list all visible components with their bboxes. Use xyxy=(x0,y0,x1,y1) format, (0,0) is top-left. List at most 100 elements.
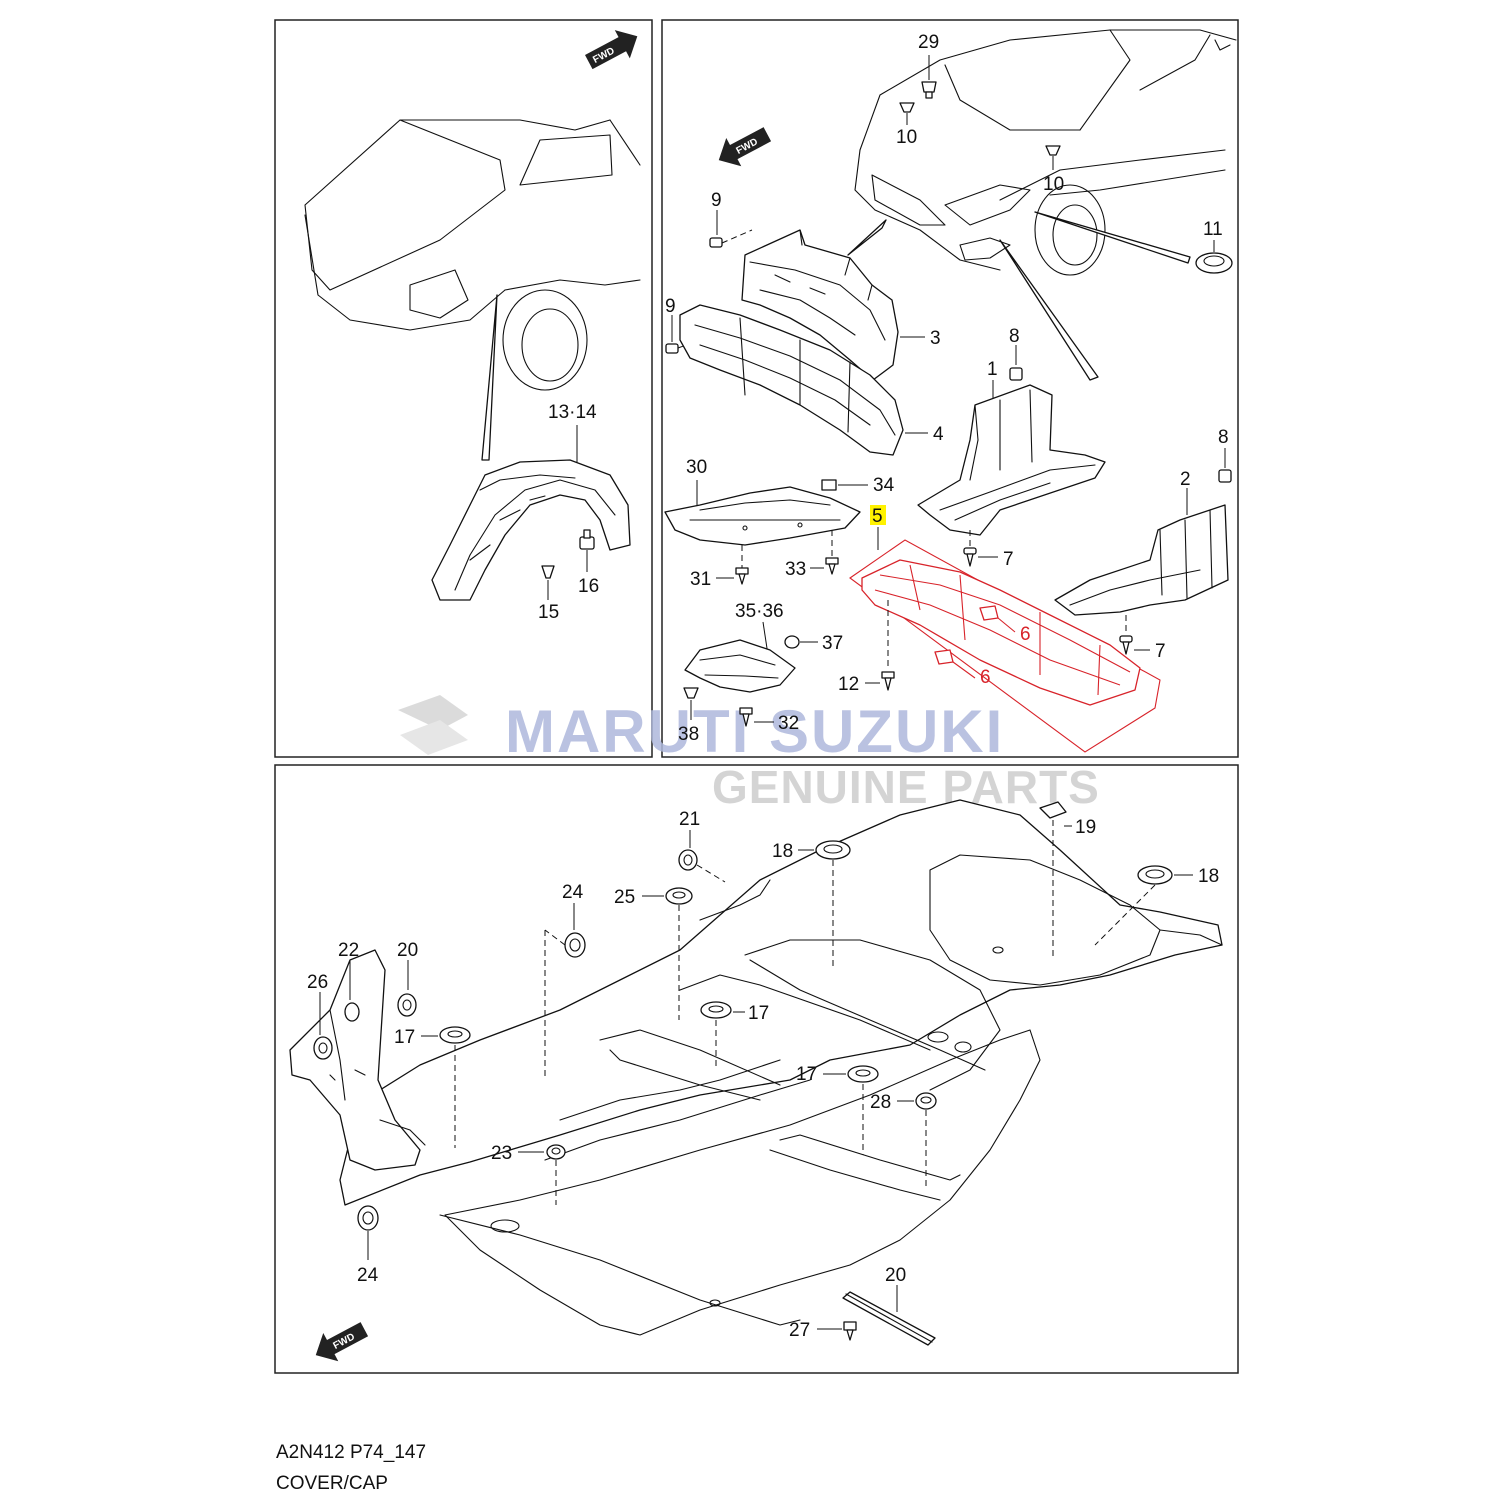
callout-8a: 8 xyxy=(1009,326,1020,347)
callout-13-14: 13·14 xyxy=(548,402,597,423)
callout-27: 27 xyxy=(789,1320,810,1341)
callout-17a: 17 xyxy=(394,1027,415,1048)
callout-3: 3 xyxy=(930,328,941,349)
plug-18a-icon xyxy=(815,840,851,860)
callout-25: 25 xyxy=(614,887,635,908)
callout-26: 26 xyxy=(307,972,328,993)
part-20-rail xyxy=(842,1291,936,1346)
bolt-33-icon xyxy=(825,557,839,575)
plug-26-icon xyxy=(313,1036,333,1060)
callout-24b: 24 xyxy=(357,1265,379,1286)
side-bracket-outline xyxy=(289,949,426,1171)
clip-6a-icon xyxy=(979,605,999,621)
cap-29-icon xyxy=(921,81,937,99)
callout-9a: 9 xyxy=(711,190,722,211)
plug-28-icon xyxy=(915,1092,937,1110)
plug-22-icon xyxy=(344,1002,360,1022)
plug-21-icon xyxy=(678,849,698,871)
callout-9b: 9 xyxy=(665,296,676,317)
callout-7b: 7 xyxy=(1155,641,1166,662)
callout-6a: 6 xyxy=(1020,624,1031,645)
leader-wedge-4 xyxy=(1034,211,1191,264)
part-30-center-cover xyxy=(664,486,861,546)
callout-30: 30 xyxy=(686,457,707,478)
plug-11-icon xyxy=(1195,252,1233,274)
bolt-32-icon xyxy=(739,707,753,727)
leader-wedge-3 xyxy=(999,239,1099,381)
part-2-side-cover xyxy=(1054,504,1229,616)
callout-34: 34 xyxy=(873,475,895,496)
fwd-arrow-icon: FWD xyxy=(585,30,638,70)
nut-16-icon xyxy=(579,529,595,550)
screw-7b-icon xyxy=(1119,635,1133,655)
leader-wedge xyxy=(481,294,498,461)
clip-37-icon xyxy=(784,635,800,649)
callout-7a: 7 xyxy=(1003,549,1014,570)
callout-10b: 10 xyxy=(1043,174,1064,195)
callout-17b: 17 xyxy=(748,1003,769,1024)
bolt-9b-icon xyxy=(665,343,679,354)
panel-rear-wheel-housing xyxy=(274,19,653,758)
part-35-36-cover xyxy=(684,639,796,693)
floor-panel-outline xyxy=(339,799,1223,1336)
watermark-sub: GENUINE PARTS xyxy=(712,761,1100,813)
clip-6b-icon xyxy=(934,649,954,665)
callout-12: 12 xyxy=(838,674,859,695)
bolt-31-icon xyxy=(735,567,749,585)
callout-5: 5 xyxy=(872,506,883,527)
plug-24b-icon xyxy=(357,1205,379,1231)
callout-23: 23 xyxy=(491,1143,512,1164)
leader-wedge-2 xyxy=(847,219,887,256)
front-car-outline xyxy=(854,29,1237,276)
callout-37: 37 xyxy=(822,633,843,654)
plug-17c-icon xyxy=(847,1065,879,1083)
part-3-upper-duct xyxy=(741,229,899,381)
rear-car-outline xyxy=(304,119,641,391)
fwd-arrow-icon-3: FWD xyxy=(315,1322,369,1362)
fwd-arrow-icon-2: FWD xyxy=(718,127,772,167)
bolt-12-icon xyxy=(881,671,895,691)
callout-5-marker xyxy=(870,505,886,525)
callout-29: 29 xyxy=(918,32,939,53)
plug-17a-icon xyxy=(439,1026,471,1044)
clip-15-icon xyxy=(541,565,555,579)
callout-19: 19 xyxy=(1075,817,1096,838)
callout-28: 28 xyxy=(870,1092,891,1113)
callout-24a: 24 xyxy=(562,882,584,903)
nut-8-icon xyxy=(1009,367,1023,381)
callout-11: 11 xyxy=(1203,219,1223,240)
part-4-lower-duct xyxy=(679,304,904,456)
callout-20a: 20 xyxy=(397,940,418,961)
callout-4: 4 xyxy=(933,424,944,445)
clip-34-icon xyxy=(821,479,837,491)
clip-38-icon xyxy=(683,687,699,699)
part-5-front-center-cover xyxy=(849,539,1161,753)
bolt-9-icon xyxy=(709,237,723,248)
plug-24a-icon xyxy=(564,932,586,958)
plug-25-icon xyxy=(665,887,693,905)
callout-21: 21 xyxy=(679,809,700,830)
part-1-side-cover xyxy=(917,384,1106,536)
screw-7a-icon xyxy=(963,547,977,567)
watermark-brand: MARUTI SUZUKI xyxy=(505,698,1004,765)
suzuki-logo-icon xyxy=(398,695,468,755)
cap-19-icon xyxy=(1039,801,1067,819)
callout-35-36: 35·36 xyxy=(735,601,784,622)
plug-17b-icon xyxy=(700,1001,732,1019)
callout-20b: 20 xyxy=(885,1265,906,1286)
panel-front-underbody xyxy=(661,19,1239,758)
callout-6b: 6 xyxy=(980,667,991,688)
part-rear-wheel-housing xyxy=(431,459,631,601)
callout-38: 38 xyxy=(678,724,699,745)
clip-10b-icon xyxy=(1045,145,1061,156)
nut-23-icon xyxy=(546,1144,566,1160)
plug-18b-icon xyxy=(1137,865,1173,885)
diagram-code: A2N412 P74_147 xyxy=(276,1442,427,1463)
nut-8b-icon xyxy=(1218,469,1232,483)
callout-2: 2 xyxy=(1180,469,1191,490)
panel-floor-underbody xyxy=(274,764,1239,1374)
callout-16: 16 xyxy=(578,576,599,597)
callout-1: 1 xyxy=(987,359,998,380)
callout-15: 15 xyxy=(538,602,559,623)
